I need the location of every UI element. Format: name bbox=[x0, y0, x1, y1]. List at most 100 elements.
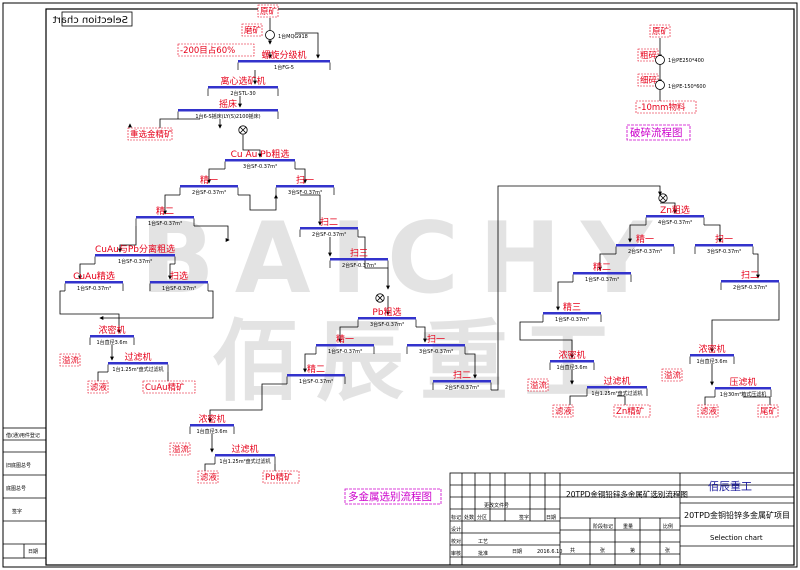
product-box bbox=[552, 404, 574, 418]
flow-line bbox=[118, 226, 137, 253]
stage-overflow_d: 溢流 bbox=[661, 368, 683, 382]
machine-bar bbox=[543, 312, 601, 315]
stage-label: 螺旋分级机 bbox=[261, 49, 306, 61]
machine-bar bbox=[190, 424, 234, 427]
flow-line bbox=[753, 253, 760, 279]
product-label: 原矿 bbox=[652, 26, 670, 37]
flow-line bbox=[519, 321, 574, 359]
stage-label: 精一 bbox=[636, 233, 654, 245]
stage-label: Zn粗选 bbox=[660, 204, 690, 216]
sheet-title: Selection chart bbox=[710, 534, 763, 542]
stage-label: 过滤机 bbox=[231, 443, 258, 455]
stage-spec: 1台FG-5 bbox=[274, 64, 294, 71]
stage-label: 扫三 bbox=[350, 247, 368, 259]
role-2: 审核 bbox=[451, 550, 461, 557]
product-label: 细碎 bbox=[640, 75, 658, 86]
stage-flot_title: 多金属选别流程图 bbox=[344, 488, 442, 505]
tb-label-3: 共 bbox=[570, 547, 575, 554]
stage-spec: 4台SF-0.37m³ bbox=[658, 219, 692, 226]
machine-bar bbox=[225, 159, 295, 162]
stage-spec: 1台SF-0.37m³ bbox=[118, 258, 152, 265]
machine-bar bbox=[330, 258, 388, 261]
crusher-spec: 1台PE-150*600 bbox=[668, 83, 706, 90]
stage-label: CuAu与Pb分离粗选 bbox=[95, 243, 175, 255]
product-box bbox=[649, 24, 671, 38]
corner-title: Selection chart bbox=[53, 15, 128, 26]
stage-spec: 1台SF-0.37m³ bbox=[77, 285, 111, 292]
product-label: 尾矿 bbox=[760, 406, 778, 417]
stage-zn_clean1: 精一 2台SF-0.37m³ bbox=[615, 233, 675, 255]
stage-label: 摇床 bbox=[219, 98, 237, 110]
stage-spec: 3台SF-0.37m³ bbox=[370, 321, 404, 328]
left-stamp-2: 底图总号 bbox=[6, 485, 26, 492]
product-box bbox=[177, 43, 255, 57]
title-block bbox=[2, 427, 795, 566]
stage-spec: 1台SF-0.37m³ bbox=[555, 316, 589, 323]
machine-bar bbox=[238, 60, 330, 63]
machine-bar bbox=[616, 244, 674, 247]
tb-label-5: 第 bbox=[630, 547, 635, 554]
product-box bbox=[637, 73, 659, 87]
tb-label-7: 日期 bbox=[512, 549, 522, 555]
machine-bar bbox=[276, 185, 334, 188]
crusher-icon bbox=[265, 30, 275, 40]
flow-line bbox=[556, 281, 573, 311]
mixing-point-icon bbox=[238, 125, 248, 135]
stage-overflow_c: 溢流 bbox=[527, 378, 549, 392]
role-4: 批准 bbox=[478, 550, 488, 557]
machine-bar bbox=[721, 280, 779, 283]
machine-bar bbox=[95, 254, 175, 257]
flow-line bbox=[628, 224, 646, 243]
caption-box bbox=[626, 124, 691, 141]
stage-label: 精一 bbox=[336, 333, 354, 345]
product-box bbox=[757, 404, 779, 418]
machine-bar bbox=[316, 344, 374, 347]
flow-line bbox=[242, 135, 262, 158]
stage-spec: 1台SF-0.37m³ bbox=[328, 348, 362, 355]
stage-spec: 1台直径3.6m bbox=[556, 364, 587, 371]
machine-bar bbox=[573, 272, 631, 275]
stage-spec: 1台SF-0.37m³ bbox=[585, 276, 619, 283]
flow-line bbox=[295, 168, 307, 184]
stage-label: 浓密机 bbox=[698, 343, 725, 355]
stage-label: 精二 bbox=[307, 363, 325, 375]
product-box bbox=[527, 378, 549, 392]
stage-label: 精二 bbox=[593, 261, 611, 273]
stage-spec: 2台STL-30 bbox=[230, 90, 255, 97]
product-label: 溢流 bbox=[664, 370, 682, 381]
stage-filtrate_a: 滤液 bbox=[87, 380, 109, 394]
machine-bar bbox=[178, 109, 278, 112]
flow-line bbox=[300, 194, 322, 226]
stage-spec: 3台SF-0.37m³ bbox=[288, 189, 322, 196]
product-label: 原矿 bbox=[260, 6, 278, 17]
stage-spec: 1台30m²箱式压滤机 bbox=[720, 391, 766, 398]
product-box bbox=[59, 353, 81, 367]
stage-spec: 2台SF-0.37m³ bbox=[628, 248, 662, 255]
product-box bbox=[661, 368, 683, 382]
stage-label: 精一 bbox=[200, 174, 218, 186]
product-label: Zn精矿 bbox=[616, 406, 645, 417]
mixing-point-icon bbox=[375, 293, 385, 303]
stage-filtrate_c: 滤液 bbox=[552, 404, 574, 418]
machine-bar bbox=[287, 374, 345, 377]
product-box bbox=[637, 48, 659, 62]
caption-label: 多金属选别流程图 bbox=[348, 490, 432, 503]
machine-bar bbox=[715, 387, 771, 390]
role-3: 工艺 bbox=[478, 539, 488, 545]
machine-bar bbox=[208, 86, 278, 89]
product-box bbox=[127, 127, 173, 141]
tb-label-6: 张 bbox=[665, 547, 670, 554]
flow-line bbox=[416, 326, 427, 343]
product-label: 溢流 bbox=[62, 355, 80, 366]
rev-header-1: 处数 bbox=[464, 514, 474, 521]
